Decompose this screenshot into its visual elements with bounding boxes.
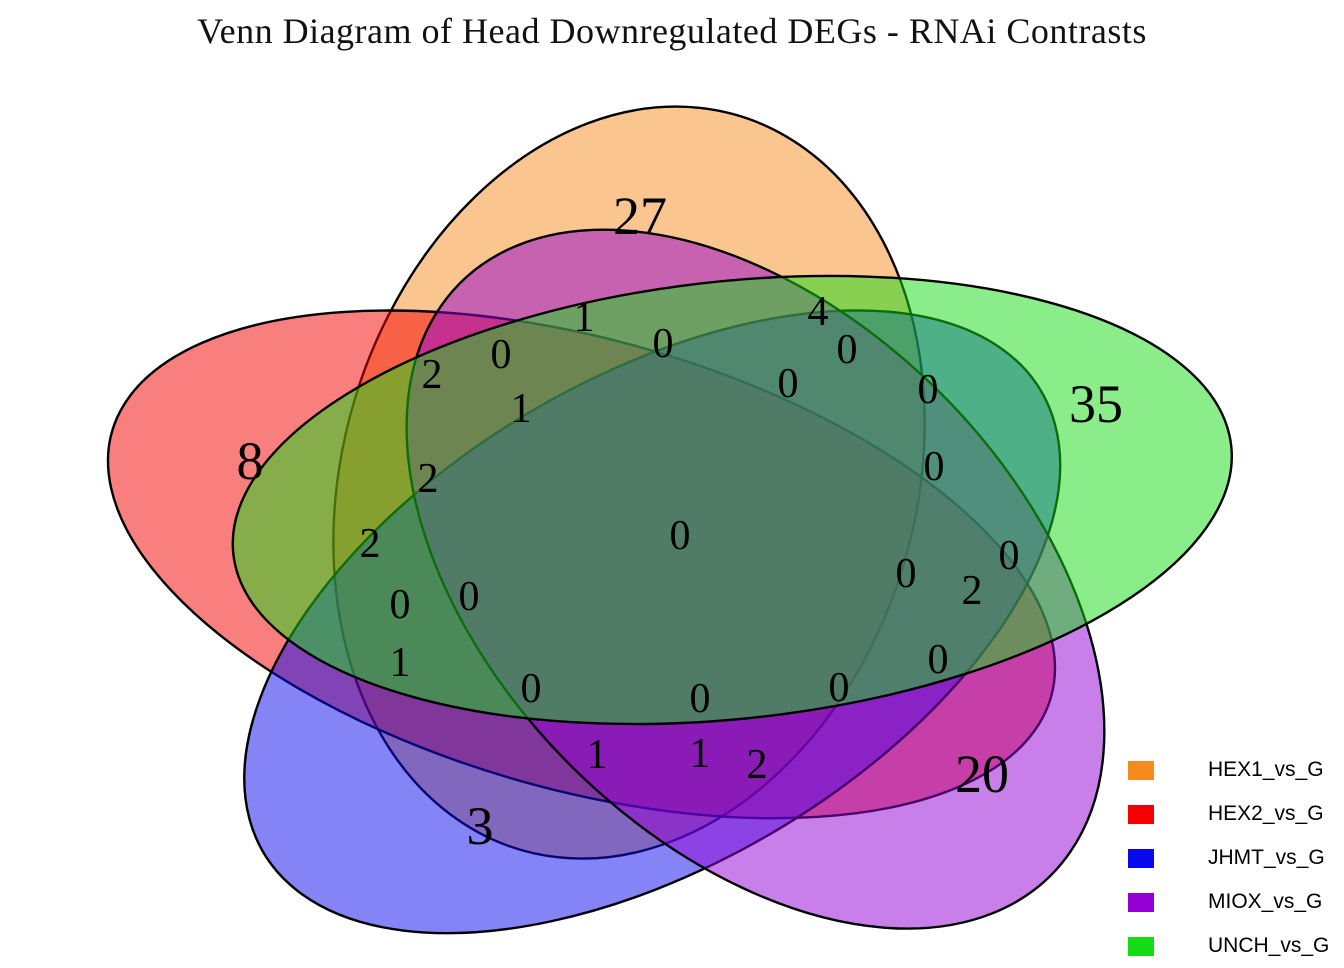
region-count-hex2: 8 (236, 431, 264, 491)
region-count-hex1-miox: 1 (573, 295, 595, 341)
legend-swatch-unch (1128, 936, 1154, 956)
chart-title: Venn Diagram of Head Downregulated DEGs … (197, 11, 1147, 51)
region-count-hex2-jhmt: 1 (389, 640, 411, 686)
legend-swatch-miox (1128, 892, 1154, 912)
legend-swatch-jhmt (1128, 848, 1154, 868)
legend: HEX1_vs_G HEX2_vs_G JHMT_vs_G MIOX_vs_G … (1128, 748, 1344, 968)
region-count-hex2-miox-unch: 2 (961, 568, 983, 614)
region-count-jhmt-miox: 2 (746, 742, 768, 788)
region-count-hex1-hex2-jhmt: 0 (520, 666, 542, 712)
region-count-hex2-jhmt-miox: 0 (828, 665, 850, 711)
region-count-hex1-hex2-jhmt-miox: 0 (689, 676, 711, 722)
region-count-jhmt-unch: 0 (917, 367, 939, 413)
region-count-hex1-miox-unch: 0 (652, 321, 674, 367)
region-count-hex1-unch: 4 (807, 289, 829, 335)
region-count-hex1-jhmt-miox-unch: 0 (777, 361, 799, 407)
region-count-hex2-unch: 2 (359, 521, 381, 567)
region-count-hex2-jhmt-unch: 0 (389, 582, 411, 628)
region-count-miox-unch: 0 (998, 533, 1020, 579)
region-count-hex1-jhmt: 1 (586, 732, 608, 778)
legend-swatch-hex2 (1128, 804, 1154, 824)
region-count-jhmt-miox-unch: 0 (923, 444, 945, 490)
region-count-jhmt: 3 (466, 796, 494, 856)
region-count-hex1: 27 (613, 186, 667, 246)
region-count-miox: 20 (955, 744, 1009, 804)
region-count-hex1-hex2-miox-unch: 1 (510, 386, 532, 432)
region-count-hex2-miox: 0 (927, 637, 949, 683)
legend-label-miox: MIOX_vs_G (1208, 890, 1323, 913)
region-count-hex1-hex2-unch: 2 (417, 456, 439, 502)
legend-item-jhmt: JHMT_vs_G (1128, 836, 1344, 880)
region-count-unch: 35 (1069, 374, 1123, 434)
region-count-hex2-jhmt-miox-unch: 0 (895, 551, 917, 597)
legend-label-hex2: HEX2_vs_G (1208, 802, 1324, 825)
legend-item-hex2: HEX2_vs_G (1128, 792, 1344, 836)
legend-item-miox: MIOX_vs_G (1128, 880, 1344, 924)
legend-item-hex1: HEX1_vs_G (1128, 748, 1344, 792)
region-count-hex1-jhmt-miox: 1 (689, 731, 711, 777)
legend-label-unch: UNCH_vs_G (1208, 934, 1330, 957)
region-count-hex1-hex2-jhmt-miox-unch: 0 (669, 513, 691, 559)
region-count-hex1-hex2-miox: 0 (490, 332, 512, 378)
legend-item-unch: UNCH_vs_G (1128, 924, 1344, 968)
legend-swatch-hex1 (1128, 760, 1154, 780)
region-count-hex1-hex2-jhmt-unch: 0 (458, 574, 480, 620)
region-count-hex1-jhmt-unch: 0 (836, 327, 858, 373)
legend-label-jhmt: JHMT_vs_G (1208, 846, 1325, 869)
legend-label-hex1: HEX1_vs_G (1208, 758, 1324, 781)
region-count-hex1-hex2: 2 (421, 352, 443, 398)
ellipse-unch (185, 220, 1280, 780)
